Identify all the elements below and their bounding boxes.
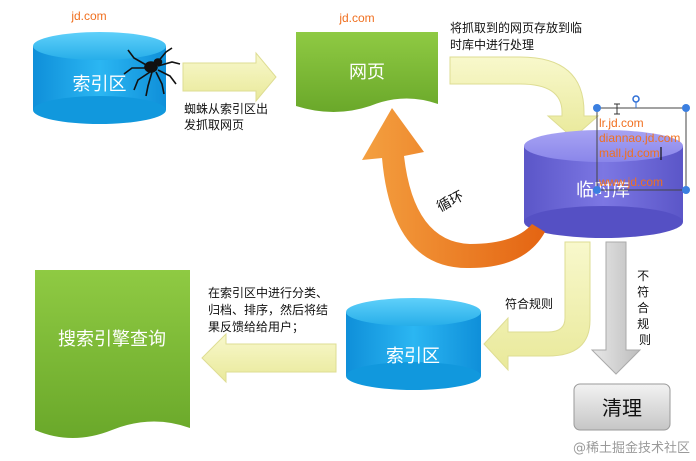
- text-cursor-icon: [614, 103, 620, 115]
- webpage-doc: 网页: [296, 32, 438, 112]
- index-db-bottom-label: 索引区: [386, 346, 440, 367]
- selection-box: lr.jd.com diannao.jd.com mall.jd.com www…: [593, 95, 690, 194]
- watermark-box-line: mall.jd.com: [599, 146, 660, 160]
- watermark-box-line: www.jd.com: [598, 175, 663, 189]
- rotate-handle-icon: [632, 95, 640, 103]
- arrow-no-match: [590, 241, 642, 375]
- watermark-top-left: jd.com: [70, 9, 106, 23]
- caption-loop: 循环: [434, 188, 466, 215]
- arrow-index-to-search: [201, 332, 337, 384]
- index-db-top: 索引区: [33, 32, 166, 124]
- index-db-bottom: 索引区: [346, 298, 481, 390]
- arrow-match-rule: [483, 241, 591, 372]
- webpage-label: 网页: [349, 62, 385, 83]
- caption-match-rule: 符合规则: [505, 296, 553, 311]
- search-query-label: 搜索引擎查询: [58, 329, 166, 350]
- footer-watermark: @稀土掘金技术社区: [573, 440, 690, 456]
- cleanup-box: 清理: [573, 383, 671, 431]
- watermark-box-line: diannao.jd.com: [599, 131, 680, 145]
- spider-icon: [123, 47, 181, 97]
- temp-db: 临时库: [524, 130, 683, 238]
- resize-handle-icon: [593, 186, 601, 194]
- watermark-box-line: lr.jd.com: [599, 116, 644, 130]
- index-db-top-label: 索引区: [73, 74, 127, 95]
- caption-no-match: 不 符 合 规 则: [637, 269, 653, 347]
- caption-classify: 在索引区中进行分类、 归档、排序，然后将结 果反馈给给用户；: [208, 285, 332, 334]
- resize-handle-icon: [682, 104, 690, 112]
- resize-handle-icon: [682, 186, 690, 194]
- search-query-doc: 搜索引擎查询: [35, 270, 190, 438]
- resize-handle-icon: [593, 104, 601, 112]
- arrow-loop: [362, 108, 545, 269]
- caption-spider: 蜘蛛从索引区出 发抓取网页: [184, 101, 272, 132]
- caption-store: 将抓取到的网页存放到临 时库中进行处理: [450, 20, 586, 52]
- cleanup-label: 清理: [602, 396, 642, 420]
- arrow-webpage-to-tempdb: [449, 56, 600, 139]
- watermark-top-center: jd.com: [338, 11, 374, 25]
- arrow-index-to-webpage: [182, 51, 277, 103]
